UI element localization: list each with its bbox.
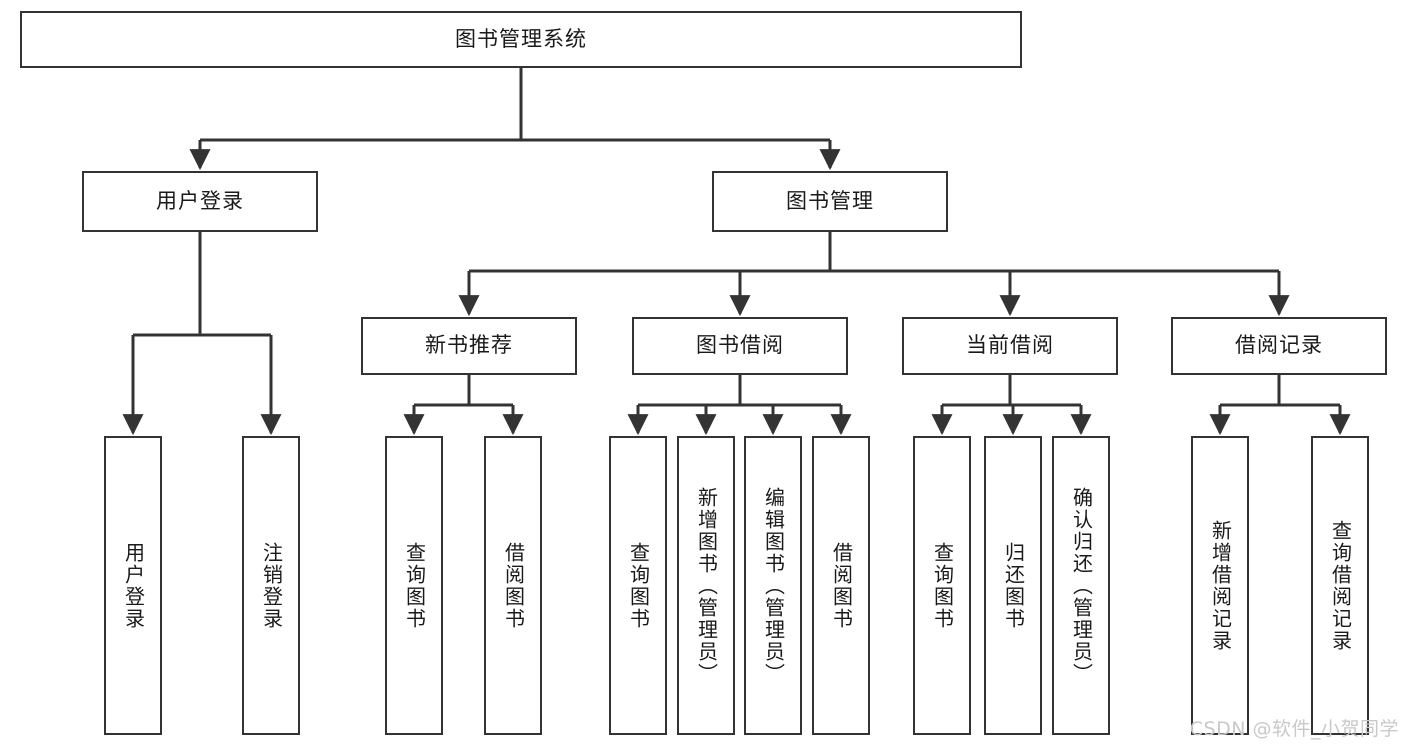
node-leaf-borrow-book-rec-label: 借阅图书 (501, 541, 526, 630)
node-leaf-edit-book-admin[interactable]: 编辑图书（管理员） (744, 436, 802, 735)
node-leaf-query-borrow-record-label: 查询借阅记录 (1328, 519, 1353, 652)
node-leaf-query-book-rec[interactable]: 查询图书 (385, 436, 443, 735)
node-current-borrow-label: 当前借阅 (966, 333, 1054, 358)
node-leaf-add-book-admin[interactable]: 新增图书（管理员） (677, 436, 735, 735)
node-user-login-label: 用户登录 (156, 188, 244, 213)
node-leaf-borrow-book[interactable]: 借阅图书 (812, 436, 870, 735)
node-new-book-recommend-label: 新书推荐 (425, 333, 513, 358)
node-book-manage[interactable]: 图书管理 (712, 171, 948, 232)
node-leaf-borrow-book-rec[interactable]: 借阅图书 (484, 436, 542, 735)
node-leaf-return-book[interactable]: 归还图书 (984, 436, 1042, 735)
node-leaf-user-logout-label: 注销登录 (259, 541, 284, 630)
node-leaf-confirm-return-admin[interactable]: 确认归还（管理员） (1052, 436, 1110, 735)
node-root-label: 图书管理系统 (455, 26, 587, 51)
node-leaf-query-book-rec-label: 查询图书 (402, 541, 427, 630)
node-leaf-query-book-current[interactable]: 查询图书 (913, 436, 971, 735)
node-current-borrow[interactable]: 当前借阅 (902, 317, 1118, 375)
node-leaf-query-book-borrow[interactable]: 查询图书 (609, 436, 667, 735)
node-leaf-add-borrow-record-label: 新增借阅记录 (1208, 519, 1233, 652)
node-leaf-user-login[interactable]: 用户登录 (104, 436, 162, 735)
watermark-text: CSDN @软件_小贺同学 (1189, 718, 1399, 740)
node-leaf-return-book-label: 归还图书 (1001, 541, 1026, 630)
node-borrow-records-label: 借阅记录 (1235, 333, 1323, 358)
node-leaf-query-book-current-label: 查询图书 (930, 541, 955, 630)
node-leaf-confirm-return-admin-label: 确认归还（管理员） (1069, 486, 1094, 685)
node-user-login[interactable]: 用户登录 (82, 171, 318, 232)
node-borrow-records[interactable]: 借阅记录 (1171, 317, 1387, 375)
node-root[interactable]: 图书管理系统 (20, 11, 1022, 68)
node-leaf-edit-book-admin-label: 编辑图书（管理员） (761, 486, 786, 685)
node-leaf-query-borrow-record[interactable]: 查询借阅记录 (1311, 436, 1369, 735)
node-leaf-user-login-label: 用户登录 (121, 541, 146, 630)
node-new-book-recommend[interactable]: 新书推荐 (361, 317, 577, 375)
node-book-manage-label: 图书管理 (786, 188, 874, 213)
node-leaf-query-book-borrow-label: 查询图书 (626, 541, 651, 630)
node-leaf-add-book-admin-label: 新增图书（管理员） (694, 486, 719, 685)
node-leaf-borrow-book-label: 借阅图书 (829, 541, 854, 630)
node-book-borrow[interactable]: 图书借阅 (632, 317, 848, 375)
node-leaf-add-borrow-record[interactable]: 新增借阅记录 (1191, 436, 1249, 735)
node-book-borrow-label: 图书借阅 (696, 333, 784, 358)
node-leaf-user-logout[interactable]: 注销登录 (242, 436, 300, 735)
